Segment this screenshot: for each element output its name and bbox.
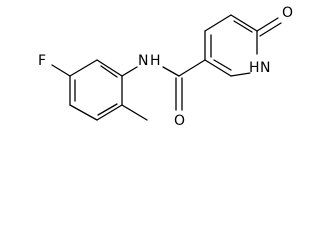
fluorine-atom-label: F [38, 53, 46, 69]
double-bond-inner [100, 65, 118, 78]
ring-nitrogen-label: N [260, 60, 270, 76]
keto-double-bond [259, 22, 282, 37]
pyridinone-ring [204, 14, 258, 77]
bond-nitrogen-to-carbonyl [162, 66, 180, 77]
bond [204, 59, 232, 77]
fluoromethylphenyl-ring [69, 59, 123, 121]
bond [230, 14, 258, 32]
carbonyl-oxygen-label: O [174, 113, 185, 129]
bond-carbonyl-to-ring [178, 59, 206, 77]
chemical-structure-diagram: F N H O H N O [38, 5, 293, 129]
double-bond-inner [233, 20, 253, 33]
bond [96, 59, 123, 77]
bond [204, 14, 232, 32]
bond [69, 59, 98, 77]
bond-to-amide-nitrogen [121, 66, 138, 77]
double-bond-inner [97, 103, 118, 116]
double-bond-inner [213, 59, 232, 71]
methyl-bond [121, 104, 148, 121]
bond [69, 104, 98, 121]
amide-nitrogen-label: N [138, 53, 148, 69]
bond [96, 104, 123, 121]
bond [230, 72, 251, 77]
bond-to-fluorine [51, 64, 71, 77]
amide-hydrogen-label: H [150, 53, 161, 69]
keto-double-bond [256, 17, 279, 32]
ring-hydrogen-label: H [249, 60, 260, 76]
keto-oxygen-label: O [282, 5, 293, 21]
